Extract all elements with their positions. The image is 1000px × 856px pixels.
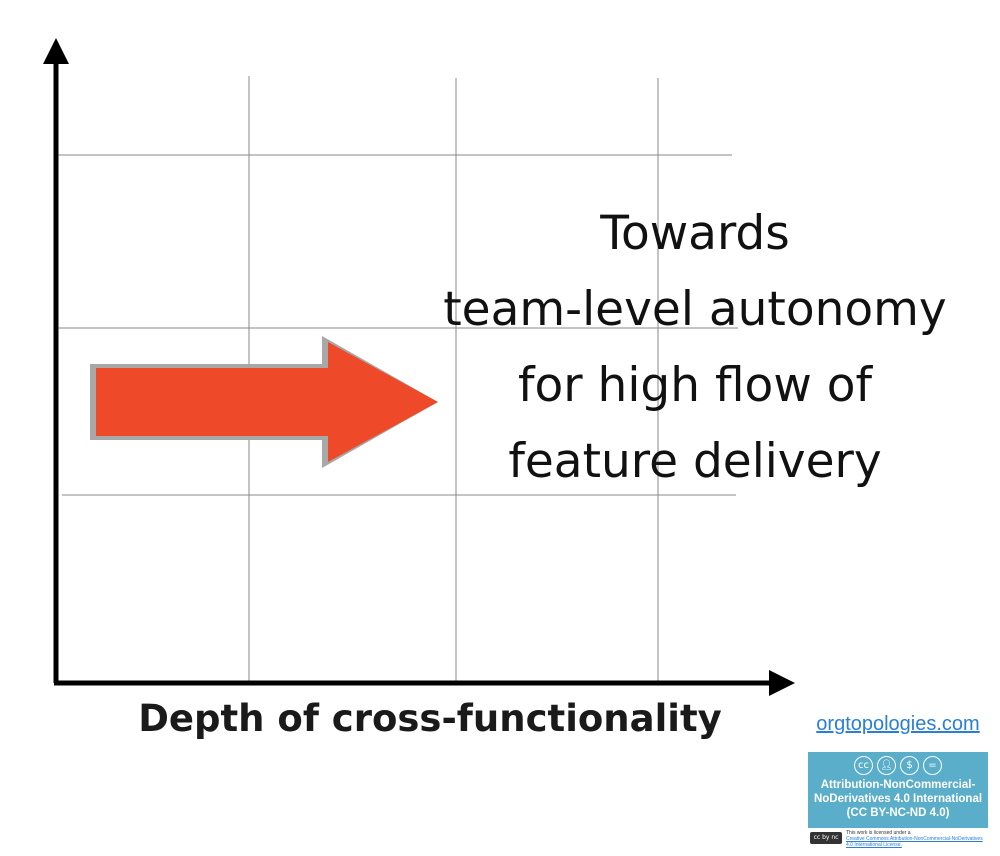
by-person-icon: 👤︎ — [877, 756, 896, 775]
license-icons: cc 👤︎ $ = — [808, 756, 988, 775]
y-axis-arrowhead — [43, 38, 69, 64]
callout-text: Towards team-level autonomy for high flo… — [420, 196, 970, 500]
license-notice: cc by nc nd This work is licensed under … — [808, 830, 988, 853]
callout-line: team-level autonomy — [443, 282, 947, 337]
direction-arrow-body — [96, 342, 438, 462]
direction-arrow — [90, 336, 438, 468]
callout-line: Towards — [600, 206, 790, 261]
license-title: Attribution-NonCommercial-NoDerivatives … — [813, 779, 983, 819]
callout-line: for high flow of — [517, 358, 872, 413]
axes — [43, 38, 795, 696]
x-axis-arrowhead — [769, 670, 795, 696]
cc-mini-badge-icon[interactable]: cc by nc nd — [810, 832, 842, 853]
callout-line: feature delivery — [508, 434, 882, 489]
website-link[interactable]: orgtopologies.com — [816, 713, 980, 735]
license-notice-link[interactable]: Creative Commons Attribution-NonCommerci… — [846, 836, 983, 848]
x-axis-label: Depth of cross-functionality — [138, 697, 722, 740]
cc-icon: cc — [854, 756, 873, 775]
license-notice-prefix: This work is licensed under a — [846, 830, 911, 836]
license-notice-text: This work is licensed under a Creative C… — [846, 830, 988, 848]
nd-equals-icon: = — [923, 756, 942, 775]
nc-dollar-icon: $ — [900, 756, 919, 775]
license-badge[interactable]: cc 👤︎ $ = Attribution-NonCommercial-NoDe… — [808, 752, 988, 828]
grid-lines — [58, 76, 738, 682]
